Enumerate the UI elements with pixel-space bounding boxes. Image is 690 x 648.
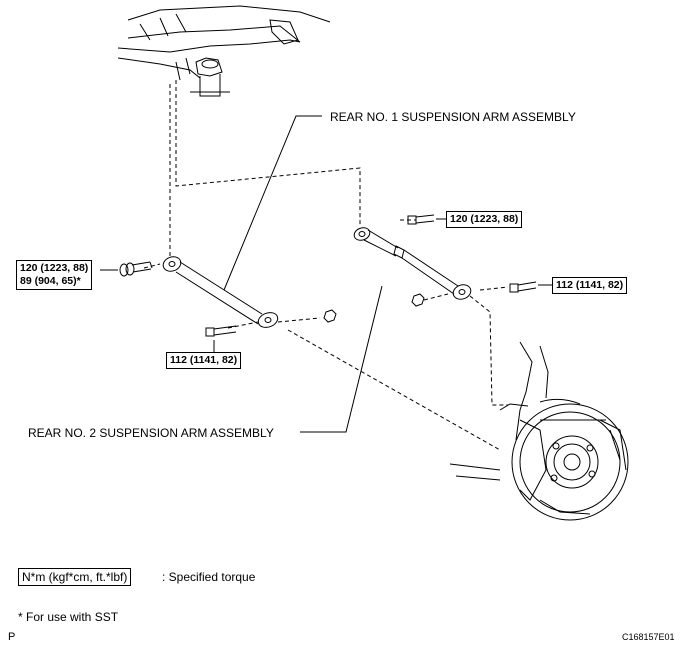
hub-knuckle <box>449 341 629 521</box>
arm2-label: REAR NO. 2 SUSPENSION ARM ASSEMBLY <box>28 426 274 440</box>
torque-box-arm2-inner: 120 (1223, 88) <box>446 211 523 228</box>
figure-id: C168157E01 <box>622 632 675 642</box>
torque-box-arm1-outer: 112 (1141, 82) <box>166 352 242 369</box>
crossmember <box>117 5 331 97</box>
rear-no2-arm <box>353 227 472 300</box>
torque-box-left-bolt: 120 (1223, 88) 89 (904, 65)* <box>16 260 93 290</box>
arm1-label: REAR NO. 1 SUSPENSION ARM ASSEMBLY <box>330 110 576 124</box>
leader-lines <box>223 115 383 433</box>
box-connectors <box>100 218 552 352</box>
fasteners <box>119 214 537 337</box>
torque-unit-description: : Specified torque <box>162 570 256 584</box>
torque-unit-legend: N*m (kgf*cm, ft.*lbf) <box>18 568 132 586</box>
alignment-lines <box>143 80 509 451</box>
torque-value-sst: 89 (904, 65)* <box>20 275 81 287</box>
sst-note: * For use with SST <box>18 610 119 624</box>
rear-no1-arm <box>162 256 279 328</box>
torque-value-standard: 120 (1223, 88) <box>20 262 89 274</box>
page-mark: P <box>8 631 16 643</box>
torque-box-arm2-outer: 112 (1141, 82) <box>552 277 628 294</box>
